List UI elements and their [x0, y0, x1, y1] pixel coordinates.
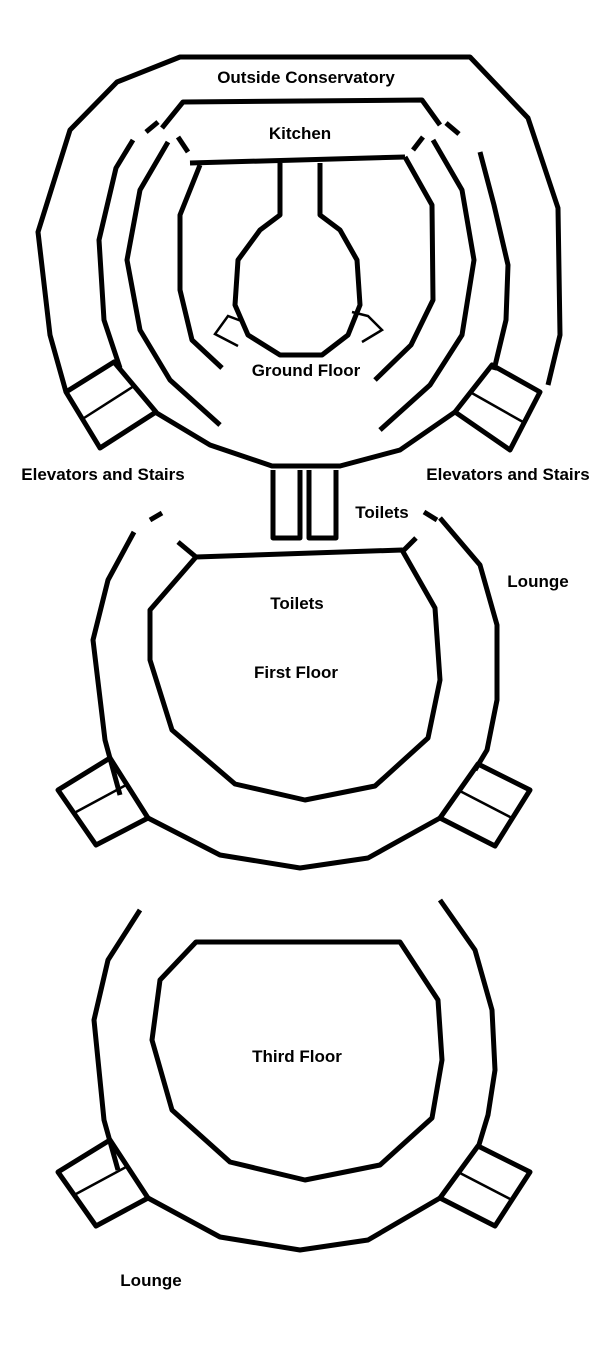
- third-elevator-left-divider: [75, 1164, 129, 1196]
- label-third-floor: Third Floor: [252, 1047, 342, 1066]
- kitchen-gap-left: [175, 135, 191, 154]
- first-outer-wall-right: [438, 516, 500, 772]
- label-outside-conservatory: Outside Conservatory: [217, 68, 395, 87]
- conservatory-outer-wall: [35, 54, 563, 393]
- ground-elevator-right-divider: [469, 390, 524, 424]
- first-lower-wall: [146, 815, 442, 871]
- ground-core-wall-right: [373, 155, 436, 382]
- ground-lower-wall: [153, 409, 457, 469]
- conservatory-inner-wall-left: [96, 138, 136, 369]
- toilets-chute-right: [306, 470, 339, 541]
- third-elevator-right: [437, 1143, 533, 1229]
- first-elevator-right-divider: [457, 788, 513, 820]
- label-toilets-ground: Toilets: [355, 503, 409, 522]
- third-elevator-right-divider: [457, 1170, 513, 1202]
- ground-ring-wall-left: [124, 140, 222, 427]
- conservatory-gap-left: [144, 120, 160, 134]
- label-ground-floor: Ground Floor: [252, 361, 361, 380]
- label-elevators-right: Elevators and Stairs: [426, 465, 589, 484]
- label-elevators-left: Elevators and Stairs: [21, 465, 184, 484]
- first-floor-plan: [55, 509, 533, 871]
- ground-elevator-left-divider: [83, 384, 135, 420]
- label-lounge-first: Lounge: [507, 572, 568, 591]
- central-hall-wall: [232, 163, 363, 358]
- third-inner-wall: [149, 939, 445, 1183]
- core-pod-right: [351, 310, 385, 344]
- label-lounge-third: Lounge: [120, 1271, 181, 1290]
- first-entry-wall-right: [402, 536, 418, 552]
- first-elevator-right: [437, 761, 533, 849]
- first-inner-wall: [147, 547, 443, 803]
- ground-elevator-right: [452, 362, 543, 453]
- third-lower-wall: [146, 1195, 442, 1253]
- first-elevator-left: [55, 755, 151, 848]
- third-outer-wall-left: [91, 908, 143, 1171]
- first-entry-wall-left: [176, 540, 198, 559]
- conservatory-inner-wall-right: [477, 151, 511, 371]
- ground-core-wall-left: [177, 164, 224, 370]
- ground-floor-plan: [35, 54, 563, 541]
- third-elevator-left: [55, 1137, 151, 1229]
- toilets-chute-left: [270, 470, 303, 541]
- label-kitchen: Kitchen: [269, 124, 331, 143]
- first-gap-right: [422, 509, 439, 523]
- third-outer-wall-right: [437, 898, 498, 1149]
- kitchen-top-wall: [160, 97, 443, 130]
- label-first-floor: First Floor: [254, 663, 338, 682]
- core-pod-left: [213, 314, 245, 348]
- first-gap-left: [148, 510, 164, 523]
- kitchen-gap-right: [411, 135, 425, 152]
- third-floor-plan: [55, 898, 533, 1253]
- ground-elevator-left: [63, 359, 159, 451]
- kitchen-bottom-wall: [189, 154, 406, 166]
- ground-ring-wall-right: [378, 138, 477, 432]
- first-outer-wall-left: [90, 530, 137, 796]
- first-elevator-left-divider: [75, 782, 129, 814]
- label-toilets-first: Toilets: [270, 594, 324, 613]
- conservatory-gap-right: [444, 121, 461, 136]
